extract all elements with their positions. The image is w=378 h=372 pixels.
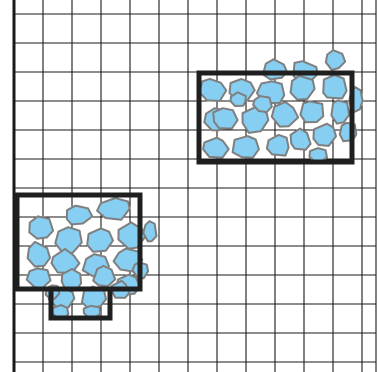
stone-tile — [93, 266, 115, 286]
stone-tile — [323, 75, 346, 99]
stone-tile — [272, 102, 298, 127]
stone-tile — [55, 227, 82, 253]
stone-tile — [29, 216, 53, 238]
stone-tile — [291, 129, 311, 150]
tile-clusters — [27, 50, 363, 319]
stone-tile — [291, 76, 315, 100]
stone-tile — [143, 221, 156, 241]
stone-tile — [27, 268, 51, 288]
stone-tile — [52, 249, 80, 273]
stone-tile — [67, 206, 92, 225]
stone-tile — [200, 79, 227, 101]
stone-tile — [233, 136, 259, 158]
stone-tile — [326, 50, 345, 70]
stone-tile — [309, 148, 327, 161]
stone-tile — [203, 138, 229, 158]
stone-tile — [231, 92, 246, 106]
stone-tile — [263, 59, 287, 79]
stone-tile — [87, 228, 113, 251]
stone-tile — [300, 101, 323, 122]
stone-tile — [267, 135, 289, 156]
stone-tile — [213, 108, 237, 128]
stone-tile — [331, 101, 349, 124]
